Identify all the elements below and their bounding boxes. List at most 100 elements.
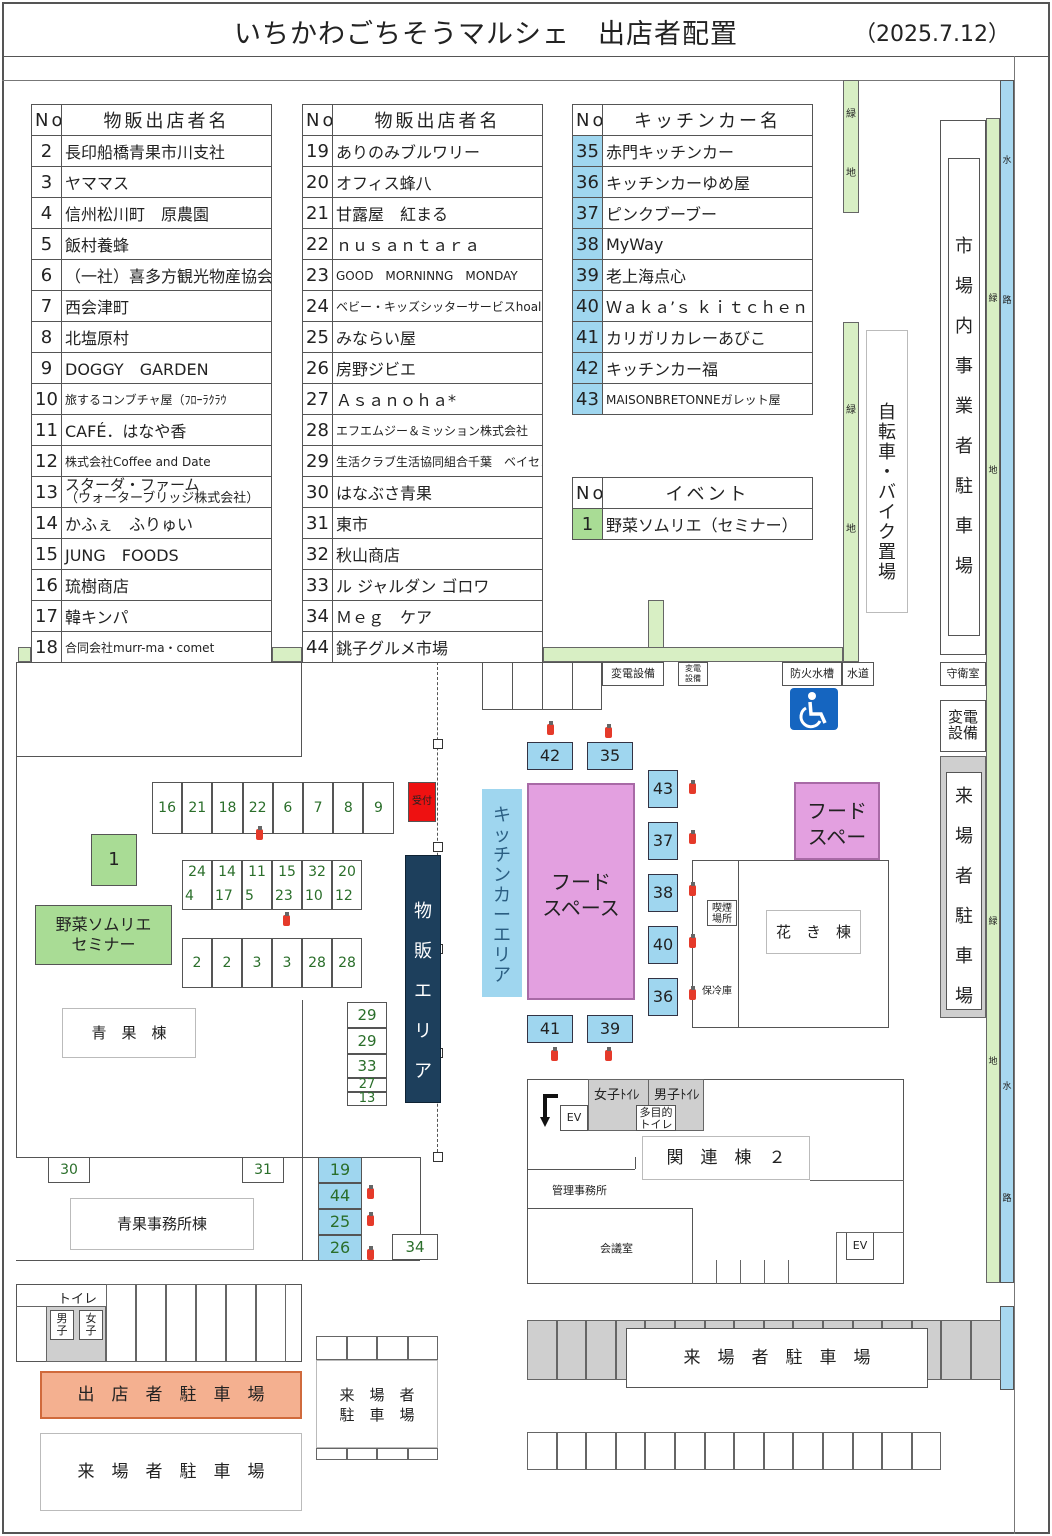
row-no: 4 — [31, 197, 62, 229]
parking-cell — [136, 1284, 166, 1362]
divider-line — [836, 1232, 904, 1233]
parking-cell — [316, 1336, 347, 1360]
row-name: キッチンカー福 — [602, 352, 813, 384]
vertical-char: エ — [414, 981, 432, 1002]
row-no: 18 — [31, 631, 62, 663]
row-name: 野菜ソムリエ（セミナー） — [602, 508, 813, 540]
row-no: 26 — [302, 352, 333, 384]
reception: 受付 — [408, 782, 436, 822]
vertical-char: ン — [493, 865, 511, 886]
parking-cell — [377, 1448, 408, 1460]
table-head-name: 物販出店者名 — [61, 104, 272, 136]
vertical-char: 場 — [878, 562, 896, 583]
vertical-char: カ — [493, 885, 511, 906]
stall: 23 — [272, 885, 302, 910]
stall: 25 — [318, 1209, 362, 1235]
row-name: 甘露屋 紅まる — [332, 197, 543, 229]
row-no: 23 — [302, 259, 333, 291]
row-name: 旅するコンブチャ屋（ﾌﾛｰﾗｸﾗｳ — [61, 383, 272, 415]
title-divider — [2, 56, 1050, 57]
stall: 40 — [648, 926, 678, 964]
substation-1: 変電設備 — [602, 662, 664, 686]
row-name: かふぇ ふりゅい — [61, 507, 272, 539]
vertical-char: ー — [493, 905, 511, 926]
divider-line — [810, 1180, 904, 1181]
elevator-2: EV — [846, 1232, 874, 1260]
parking-cell — [166, 1284, 196, 1362]
row-name: 韓キンパ — [61, 600, 272, 632]
vertical-char: 車 — [955, 516, 973, 537]
divider-line — [692, 1260, 693, 1284]
vertical-char: 者 — [955, 436, 973, 457]
row-no: 21 — [302, 197, 333, 229]
row-no: 20 — [302, 166, 333, 198]
parking-cell — [911, 1432, 942, 1470]
vertical-char: 車 — [878, 442, 896, 463]
vertical-char: 車 — [955, 946, 973, 967]
vertical-char: 業 — [955, 396, 973, 417]
row-name: 生活クラブ生活協同組合千葉 ベイセンター — [332, 445, 543, 477]
substation-2: 変電設備 — [678, 662, 708, 686]
row-name: エフエムジー＆ミッション株式会社 — [332, 414, 543, 446]
stall: 19 — [318, 1157, 362, 1183]
meeting-room: 会議室 — [600, 1242, 633, 1255]
stall: 37 — [648, 822, 678, 860]
toilet-male: 男子 — [50, 1310, 74, 1340]
stall: 6 — [272, 782, 303, 834]
row-name: 合同会社murr-ma・comet — [61, 631, 272, 663]
row-name: はなぶさ青果 — [332, 476, 543, 508]
market-parking-label-box: 市場内事業者駐車場 — [948, 158, 980, 636]
stall: 7 — [303, 782, 334, 834]
row-name: 秋山商店 — [332, 538, 543, 570]
row-name: ありのみブルワリー — [332, 135, 543, 167]
parking-cell — [615, 1432, 646, 1470]
parking-cell — [226, 1284, 256, 1362]
stall: 28 — [302, 938, 332, 988]
row-name: MAISONBRETONNEガレット屋 — [602, 383, 813, 415]
row-name: ｎｕｓａｎｔａｒａ — [332, 228, 543, 260]
green-strip-left2 — [272, 647, 302, 662]
vertical-char: 場 — [955, 826, 973, 847]
vertical-char: ア — [414, 1061, 432, 1082]
parking-cell — [675, 1432, 705, 1470]
row-no: 5 — [31, 228, 62, 260]
row-name: 西会津町 — [61, 290, 272, 322]
fire-extinguisher-icon — [282, 912, 291, 926]
row-name: みならい屋 — [332, 321, 543, 353]
row-no: 38 — [572, 228, 603, 260]
road-line — [2, 80, 1002, 81]
toilet-label: トイレ — [58, 1292, 98, 1307]
stall: 8 — [333, 782, 364, 834]
guard-room: 守衛室 — [940, 662, 986, 686]
row-name: オフィス蜂八 — [332, 166, 543, 198]
event-stall-1: 1 — [91, 834, 137, 886]
stall: 34 — [392, 1234, 438, 1260]
left-top-building — [16, 662, 302, 757]
row-no: 33 — [302, 569, 333, 601]
vertical-char: リ — [414, 1021, 432, 1042]
row-name: 銚子グルメ市場 — [332, 631, 543, 663]
row-no: 11 — [31, 414, 62, 446]
vertical-char: 駐 — [955, 906, 973, 927]
vertical-char: 場 — [955, 276, 973, 297]
fire-extinguisher-icon — [688, 830, 697, 844]
row-no: 8 — [31, 321, 62, 353]
stall: 3 — [272, 938, 302, 988]
stall: 24 — [182, 860, 212, 885]
vertical-char: キ — [493, 805, 511, 826]
cold-storage: 保冷庫 — [702, 986, 732, 997]
fire-extinguisher-icon — [688, 934, 697, 948]
